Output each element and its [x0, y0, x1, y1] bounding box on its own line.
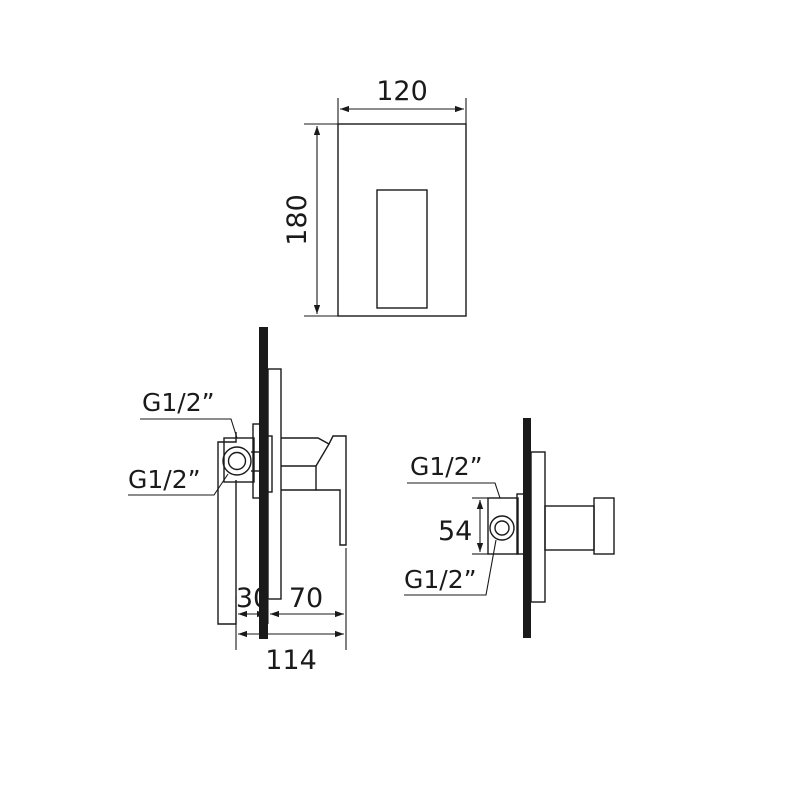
- side-inlet-bottom-label: G1/2”: [128, 465, 201, 494]
- section-inlet-top-leader: [407, 482, 501, 499]
- front-view: 120 180: [282, 76, 467, 317]
- section-inlet-bottom-label: G1/2”: [404, 565, 477, 594]
- side-lever-detail: [315, 443, 330, 467]
- side-inlet-inner-ring: [227, 451, 247, 471]
- side-depth-a-label: 30: [236, 583, 270, 614]
- side-cartridge-collar: [252, 423, 266, 499]
- side-depth-total-label: 114: [265, 645, 317, 676]
- side-cartridge-nut: [261, 435, 273, 493]
- section-outlet-outer-ring: [489, 515, 515, 541]
- side-depth-b-label: 70: [289, 583, 323, 614]
- section-handle-cap: [593, 497, 615, 555]
- side-inlet-bottom-leader: [128, 473, 229, 496]
- front-width-label: 120: [376, 76, 428, 107]
- section-collar: [516, 493, 527, 555]
- side-inlet-top-leader: [140, 418, 238, 439]
- front-lever-window: [376, 189, 428, 309]
- section-outlet-inner-ring: [494, 520, 510, 536]
- side-cover-plate: [259, 327, 268, 639]
- section-spindle-sleeve: [544, 505, 595, 551]
- side-inlet-top-label: G1/2”: [142, 388, 215, 417]
- section-inlet-bottom-leader: [404, 539, 497, 596]
- section-spacing-label: 54: [438, 516, 472, 547]
- side-inlet-block: [223, 437, 255, 483]
- side-view: G1/2” G1/2” 30 70 114: [128, 327, 347, 676]
- side-plate-front-edge: [267, 368, 282, 600]
- front-height-label: 180: [282, 194, 313, 246]
- side-body-outline: [217, 432, 237, 625]
- section-inlet-top-label: G1/2”: [410, 452, 483, 481]
- section-body: [487, 497, 519, 555]
- side-inlet-outer-ring: [222, 446, 252, 476]
- side-lever-handle: [281, 435, 347, 546]
- section-plate-front-edge: [530, 451, 546, 603]
- section-view: 54 G1/2” G1/2”: [404, 418, 615, 638]
- section-cover-plate: [523, 418, 531, 638]
- front-cover-plate: [337, 123, 467, 317]
